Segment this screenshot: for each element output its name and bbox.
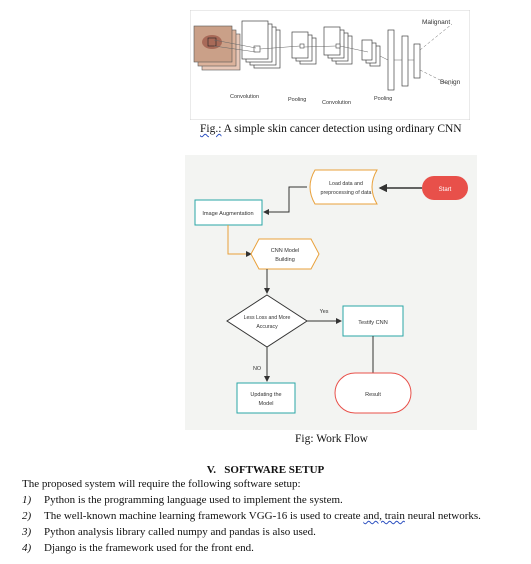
pool-stack-1 (291, 31, 317, 65)
image-augmentation-label: Image Augmentation (202, 211, 253, 217)
load-data-label-1: Load data and (329, 181, 363, 187)
pool-stack-2 (361, 39, 381, 67)
image-augmentation-node (194, 199, 263, 226)
updating-model-label-1: Updating the (250, 392, 281, 398)
cnn-model-label-2: Building (275, 257, 295, 263)
updating-model-node (236, 382, 296, 414)
cnn-architecture-figure: Malignant Benign Convolution Pooling Con… (189, 9, 471, 121)
list-item-number: 3) (22, 526, 32, 538)
list-item-text: Python is the programming language used … (44, 494, 343, 506)
arrow-load-to-augment (263, 186, 307, 215)
cnn-model-node (250, 238, 320, 270)
cnn-model-label-1: CNN Model (271, 248, 299, 254)
list-item-text: neural networks. (404, 510, 481, 522)
convolution-label-1: Convolution (230, 94, 259, 100)
workflow-caption: Fig: Work Flow (295, 433, 368, 445)
testify-cnn-label: Testify CNN (358, 320, 388, 326)
list-item-text: Python analysis library called numpy and… (44, 526, 316, 538)
decision-node (226, 294, 308, 348)
updating-model-label-2: Model (259, 401, 274, 407)
workflow-figure: Start Load data and preprocessing of dat… (185, 155, 477, 430)
benign-label: Benign (440, 79, 461, 86)
start-label: Start (439, 187, 452, 193)
list-item-number: 4) (22, 542, 32, 554)
list-item-number: 2) (22, 510, 32, 522)
section-intro: The proposed system will require the fol… (22, 478, 301, 490)
connection-lines (213, 23, 453, 87)
list-item: 2) The well-known machine learning framew… (22, 510, 481, 522)
list-item: 3) Python analysis library called numpy a… (22, 526, 316, 538)
malignant-label: Malignant (422, 19, 450, 26)
testify-cnn-node (342, 305, 404, 337)
no-label: NO (253, 366, 261, 372)
start-node (422, 176, 468, 200)
list-item: 4) Django is the framework used for the f… (22, 542, 254, 554)
list-item-text: Django is the framework used for the fro… (44, 542, 254, 554)
figure1-caption-prefix: Fig.: (200, 123, 222, 135)
list-item-text-flagged: and, train (363, 510, 405, 522)
list-item-number: 1) (22, 494, 32, 506)
result-node (334, 372, 412, 414)
figure1-caption-text: A simple skin cancer detection using ord… (221, 123, 462, 135)
cnn-diagram: Malignant Benign Convolution Pooling Con… (189, 9, 471, 121)
decision-label-2: Accuracy (256, 324, 278, 330)
list-item-text: The well-known machine learning framewor… (44, 510, 364, 522)
conv-stack-2 (323, 26, 353, 65)
section-heading: V. SOFTWARE SETUP (206, 464, 325, 476)
decision-label-1: Less Loss and More (244, 315, 291, 321)
figure1-caption: Fig.: A simple skin cancer detection usi… (200, 123, 462, 135)
workflow-diagram: Start Load data and preprocessing of dat… (194, 169, 468, 414)
input-image-stack (193, 25, 241, 71)
load-data-label-2: preprocessing of data (321, 190, 372, 196)
pooling-label-2: Pooling (374, 96, 392, 102)
conv-stack-1 (241, 20, 281, 69)
pooling-label-1: Pooling (288, 97, 306, 103)
convolution-label-2: Convolution (322, 100, 351, 106)
yes-label: Yes (320, 309, 329, 315)
arrow-augment-to-cnn (227, 225, 252, 257)
list-item: 1) Python is the programming language use… (22, 494, 343, 506)
result-label: Result (365, 392, 381, 398)
load-data-node (309, 169, 378, 205)
